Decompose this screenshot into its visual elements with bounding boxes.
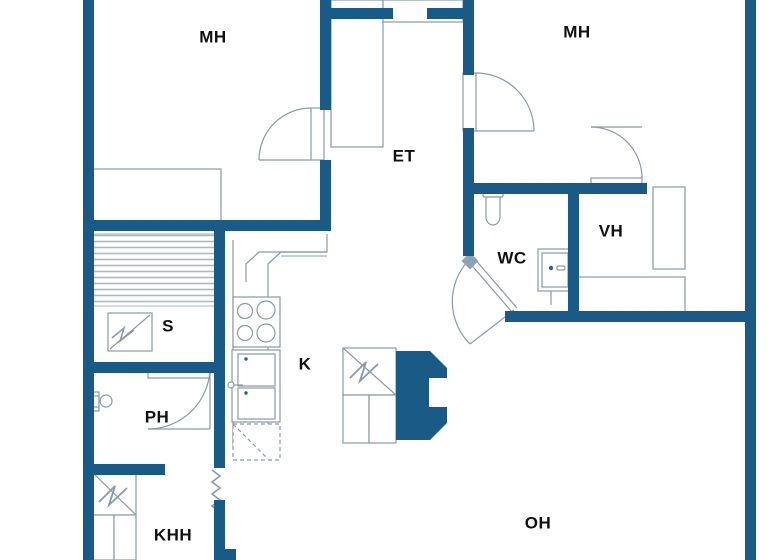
room-label-wc: WC (497, 248, 526, 267)
wall-exterior-left-upper (83, 0, 94, 348)
wall-mh-left-east-lower (320, 160, 331, 230)
radiator-spring-symbol-icon (210, 469, 222, 511)
wall-wc-east (568, 183, 579, 316)
wall-vh-south (568, 311, 746, 322)
wall-wc-north (463, 183, 579, 194)
walls-layer (83, 0, 756, 560)
room-label-mh-right: MH (563, 22, 590, 41)
kitchen-dishwasher-icon (232, 423, 281, 461)
fireplace-stove-icon (342, 347, 447, 444)
sauna-bench-hatching-icon (92, 233, 216, 307)
room-labels-layer: MH MH ET VH WC S PH K KHH OH (145, 22, 624, 544)
wall-et-closet-top-right (427, 8, 463, 19)
wall-wc-west (463, 194, 474, 256)
wall-kitchen-west-upper (214, 231, 225, 356)
room-label-mh-left: MH (199, 27, 226, 46)
door-left-bedroom-icon (258, 107, 325, 161)
wall-khh-east-stub (214, 500, 225, 560)
wall-ph-south (83, 464, 165, 475)
kitchen-double-sink-icon (227, 349, 281, 423)
wall-bottom-stub (225, 549, 236, 560)
wall-et-closet-top-left (331, 8, 393, 19)
wall-et-east-lower (463, 128, 474, 188)
wall-wc-south (505, 311, 568, 322)
room-label-s: S (162, 316, 174, 335)
room-label-oh: OH (525, 513, 552, 532)
sauna-heater-icon (107, 312, 153, 352)
room-label-et: ET (393, 146, 416, 165)
wall-mh-left-south (83, 220, 331, 231)
wall-exterior-left-lower (83, 348, 94, 560)
wall-et-east-upper (463, 0, 474, 75)
room-label-k: K (299, 354, 312, 373)
wall-vh-north-right (579, 183, 647, 194)
wall-sauna-south (83, 362, 214, 373)
closet-left-bedroom-icon (92, 168, 222, 223)
laundry-washing-machine-icon (91, 471, 137, 560)
wall-exterior-right (745, 0, 756, 560)
room-label-khh: KHH (154, 525, 192, 544)
room-label-ph: PH (145, 407, 170, 426)
wall-kitchen-west-lower (214, 356, 225, 468)
kitchen-stove-cooktop-icon (232, 296, 281, 348)
fixtures-layer (91, 0, 686, 560)
wc-washbasin-cabinet-icon (537, 248, 573, 305)
room-label-vh: VH (599, 221, 624, 240)
bathroom-washbasin-icon (91, 391, 113, 412)
wall-mh-left-east-upper (320, 0, 331, 110)
